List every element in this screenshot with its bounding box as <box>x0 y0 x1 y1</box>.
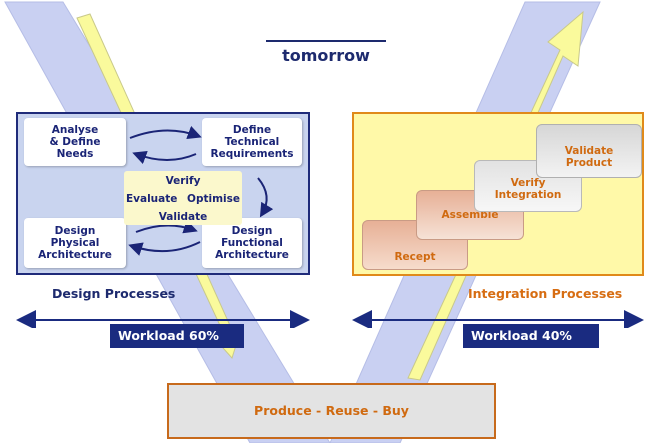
design-processes-panel: Analyse & Define Needs Define Technical … <box>16 112 310 275</box>
title-underline <box>266 40 386 42</box>
node-line: Needs <box>56 148 94 160</box>
step-label: Product <box>565 157 613 169</box>
node-define-technical-requirements: Define Technical Requirements <box>202 118 302 166</box>
page-title: tomorrow <box>282 46 370 65</box>
design-workload-label: Workload 60% <box>110 324 244 348</box>
hub-validate-label: Validate <box>158 211 208 223</box>
node-design-functional-architecture: Design Functional Architecture <box>202 218 302 268</box>
evaluation-hub: Verify Evaluate Optimise Validate <box>124 171 242 225</box>
node-line: Technical <box>224 136 280 148</box>
step-label-group: Verify Integration <box>475 177 581 201</box>
hub-optimise-label: Optimise <box>187 193 241 205</box>
step-label: Recept <box>394 251 436 263</box>
node-line: Design <box>54 225 96 237</box>
hub-evaluate-optimise: Evaluate Optimise <box>124 193 242 205</box>
step-label-group: Validate Product <box>537 145 641 169</box>
design-cycle-arrows <box>128 125 274 256</box>
integration-processes-panel: Recept Assemble Verify Integration Valid… <box>352 112 644 276</box>
node-analyse-define-needs: Analyse & Define Needs <box>24 118 126 166</box>
node-line: Architecture <box>215 249 289 261</box>
node-line: & Define <box>49 136 101 148</box>
workload-arrows <box>16 310 644 328</box>
hub-verify-label: Verify <box>165 175 201 187</box>
design-processes-caption: Design Processes <box>52 286 176 301</box>
node-line: Architecture <box>38 249 112 261</box>
integration-processes-caption: Integration Processes <box>468 286 623 301</box>
produce-reuse-buy-box: Produce - Reuse - Buy <box>167 383 496 439</box>
step-validate-product: Validate Product <box>536 124 642 178</box>
step-label: Integration <box>494 189 562 201</box>
node-line: Functional <box>221 237 283 249</box>
node-line: Analyse <box>51 124 99 136</box>
node-design-physical-architecture: Design Physical Architecture <box>24 218 126 268</box>
node-line: Design <box>231 225 273 237</box>
step-label: Assemble <box>441 209 499 221</box>
node-line: Physical <box>50 237 100 249</box>
node-line: Define <box>232 124 272 136</box>
node-line: Requirements <box>210 148 294 160</box>
integration-workload-label: Workload 40% <box>463 324 599 348</box>
step-label: Validate <box>564 145 614 157</box>
step-label: Verify <box>510 177 546 189</box>
hub-evaluate-label: Evaluate <box>125 193 178 205</box>
